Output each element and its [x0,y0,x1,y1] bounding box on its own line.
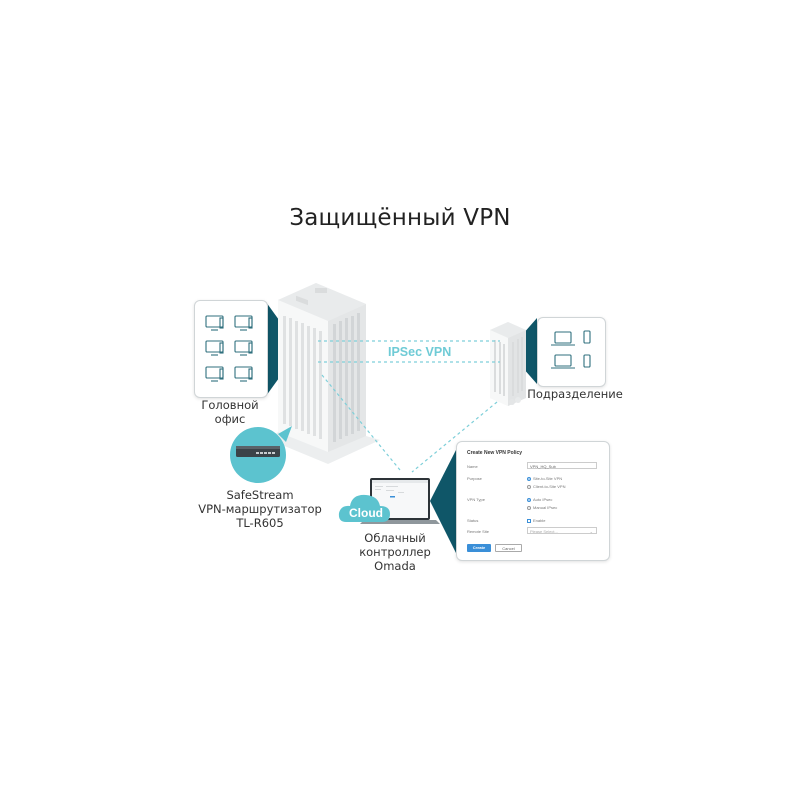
router-device-icon [236,446,280,457]
checkbox-icon [527,518,531,523]
laptop-icon [551,354,575,369]
form-title: Create New VPN Policy [467,450,523,456]
desktop-icon [234,366,253,382]
head-office-label: Головной офис [190,398,270,426]
ipsec-vpn-label: IPSec VPN [388,345,452,359]
type-opt2-label: Manual IPsec [533,505,558,510]
controller-label: Облачный контроллер Omada [345,531,445,573]
hq-to-cloud-line [321,374,401,471]
name-input[interactable]: VPN_HQ_Sub [527,462,597,469]
desktop-grid [205,315,253,382]
vpn-policy-form: Create New VPN Policy Name VPN_HQ_Sub Pu… [456,441,610,561]
router-bubble [230,426,292,483]
status-enable-label: Enable [533,518,546,523]
radio-icon [527,505,531,510]
status-enable-checkbox[interactable]: Enable [527,518,545,523]
phone-icon [583,354,591,368]
head-office-label-line2: офис [214,412,246,426]
desktop-icon [205,315,224,331]
remote-site-label: Remote Site [467,529,490,534]
form-pointer [430,450,456,553]
cloud-controller-graphic [338,478,440,524]
branch-building-icon [490,322,526,406]
status-label: Status [467,518,479,523]
remote-site-placeholder: Please Select... [530,529,558,534]
laptop-icon [551,331,575,346]
radio-icon [527,484,531,489]
remote-site-select[interactable]: Please Select... ⌄ [527,527,597,534]
vpn-type-label: VPN Type [467,497,485,502]
head-office-label-line1: Головной [201,398,259,412]
vpn-type-option-manual[interactable]: Manual IPsec [527,505,557,510]
radio-selected-icon [527,476,531,481]
controller-label-line1: Облачный [364,531,426,545]
router-label-line2: VPN-маршрутизатор [198,502,322,516]
phone-icon [583,330,591,344]
hq-building-icon [270,283,380,464]
chevron-down-icon: ⌄ [589,529,593,534]
purpose-opt2-label: Client-to-Site VPN [533,484,566,489]
desktop-icon [234,340,253,356]
purpose-label: Purpose [467,476,482,481]
vpn-type-option-auto[interactable]: Auto IPsec [527,497,552,502]
purpose-option-client-to-site[interactable]: Client-to-Site VPN [527,484,565,489]
controller-label-line3: Omada [374,559,416,573]
desktop-icon [205,340,224,356]
type-opt1-label: Auto IPsec [533,497,553,502]
branch-to-cloud-line [411,401,498,473]
cancel-button[interactable]: Cancel [495,544,522,552]
name-label: Name [467,464,478,469]
router-label-line3: TL-R605 [236,516,284,530]
branch-device-grid [551,330,591,369]
create-button[interactable]: Create [467,544,491,552]
purpose-option-site-to-site[interactable]: Site-to-Site VPN [527,476,562,481]
cloud-icon [338,494,390,522]
desktop-icon [234,315,253,331]
page-title: Защищённый VPN [289,205,511,231]
branch-devices-panel [537,317,606,387]
head-office-devices-panel [194,300,268,398]
radio-selected-icon [527,497,531,502]
controller-label-line2: контроллер [359,545,431,559]
cloud-badge: Cloud [349,506,383,520]
desktop-icon [205,366,224,382]
router-label-line1: SafeStream [226,488,294,502]
purpose-opt1-label: Site-to-Site VPN [533,476,563,481]
router-label: SafeStream VPN-маршрутизатор TL-R605 [190,488,330,530]
branch-label: Подразделение [527,387,623,401]
